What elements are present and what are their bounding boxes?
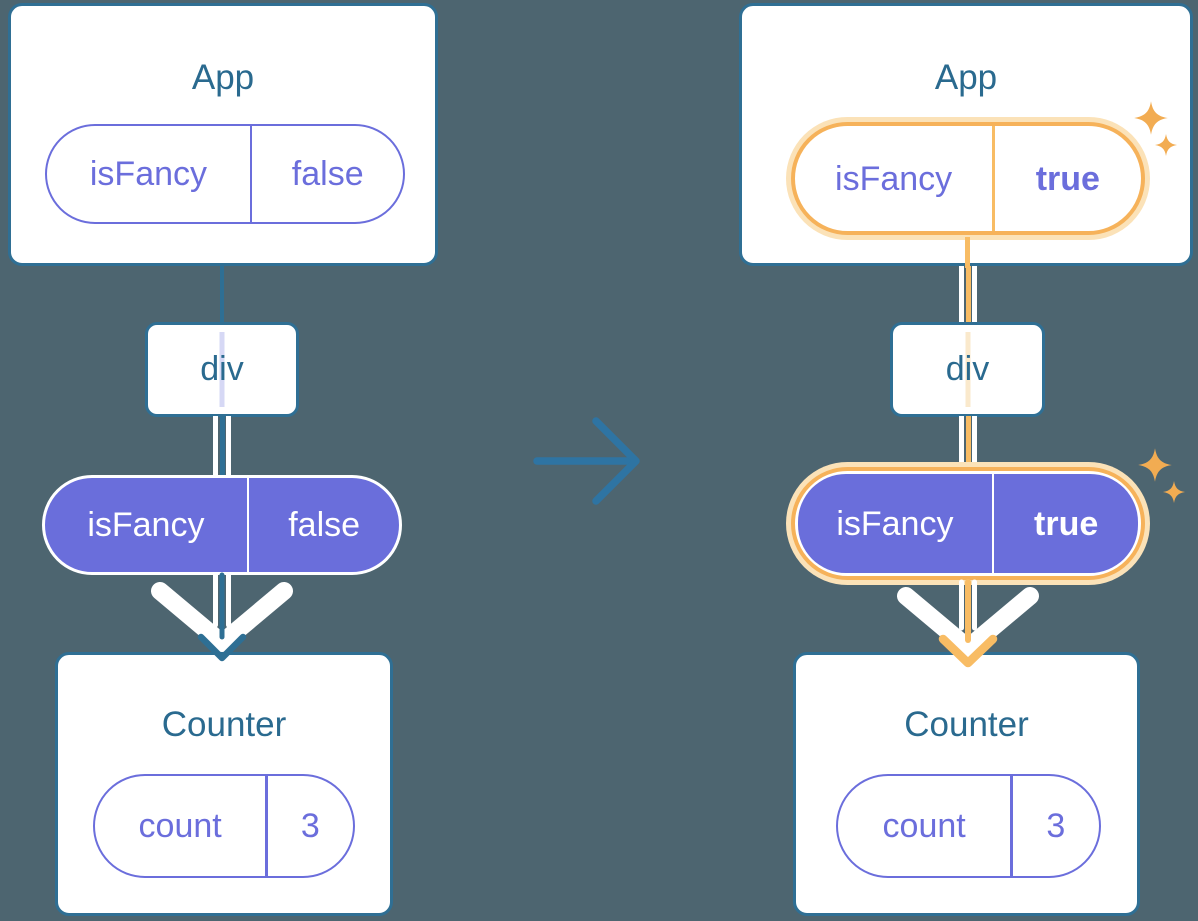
prop-value: true (1034, 504, 1099, 543)
app-state-pill-highlighted: isFancy true (786, 117, 1150, 240)
prop-flow-arrow-icon (151, 572, 293, 662)
div-to-pill-connector (213, 416, 231, 477)
prop-value: false (288, 506, 361, 544)
prop-flow-arrow-icon (897, 579, 1039, 668)
pill-divider (265, 776, 268, 876)
counter-card: Counter count 3 (55, 652, 393, 916)
counter-card: Counter count 3 (793, 652, 1140, 916)
app-to-div-connector (220, 266, 224, 324)
pill-divider (1010, 776, 1013, 876)
app-title: App (934, 58, 998, 97)
pill-divider (246, 478, 250, 572)
state-value: 3 (1046, 807, 1066, 845)
state-name: count (138, 807, 222, 845)
app-state-pill: isFancy false (45, 124, 405, 224)
div-to-pill-connector (959, 416, 977, 466)
state-value: true (1035, 159, 1100, 198)
state-value: false (291, 155, 364, 193)
sparkle-icon (1138, 448, 1186, 504)
transition-arrow-icon (533, 417, 640, 505)
counter-state-pill: count 3 (836, 774, 1101, 878)
pill-divider (991, 474, 995, 573)
app-title: App (191, 58, 255, 97)
sparkle-icon (1134, 101, 1178, 157)
prop-name: isFancy (836, 504, 954, 543)
app-card: App isFancy false (8, 3, 438, 266)
state-name: count (882, 807, 966, 845)
div-card: div (145, 322, 299, 417)
passed-prop-pill: isFancy true (798, 474, 1138, 573)
prop-name: isFancy (87, 506, 205, 544)
counter-state-pill: count 3 (93, 774, 355, 878)
state-value: 3 (300, 807, 320, 845)
div-card: div (890, 322, 1045, 417)
app-to-div-connector (959, 266, 977, 324)
div-label: div (200, 350, 244, 388)
passed-prop-pill-highlighted: isFancy true (786, 462, 1150, 585)
highlight-ring: isFancy true (791, 467, 1145, 580)
context-core-line (219, 332, 225, 407)
highlight-ring: isFancy true (791, 122, 1145, 235)
counter-title: Counter (161, 705, 287, 744)
context-stem-line (965, 237, 970, 268)
pill-divider (249, 126, 253, 222)
state-name: isFancy (89, 155, 208, 193)
pill-divider (992, 126, 995, 231)
state-name: isFancy (835, 159, 953, 198)
context-core-line (965, 332, 970, 407)
app-card: App isFancy true (739, 3, 1193, 266)
counter-title: Counter (904, 705, 1029, 744)
passed-prop-pill: isFancy false (42, 475, 402, 575)
div-label: div (945, 350, 990, 388)
